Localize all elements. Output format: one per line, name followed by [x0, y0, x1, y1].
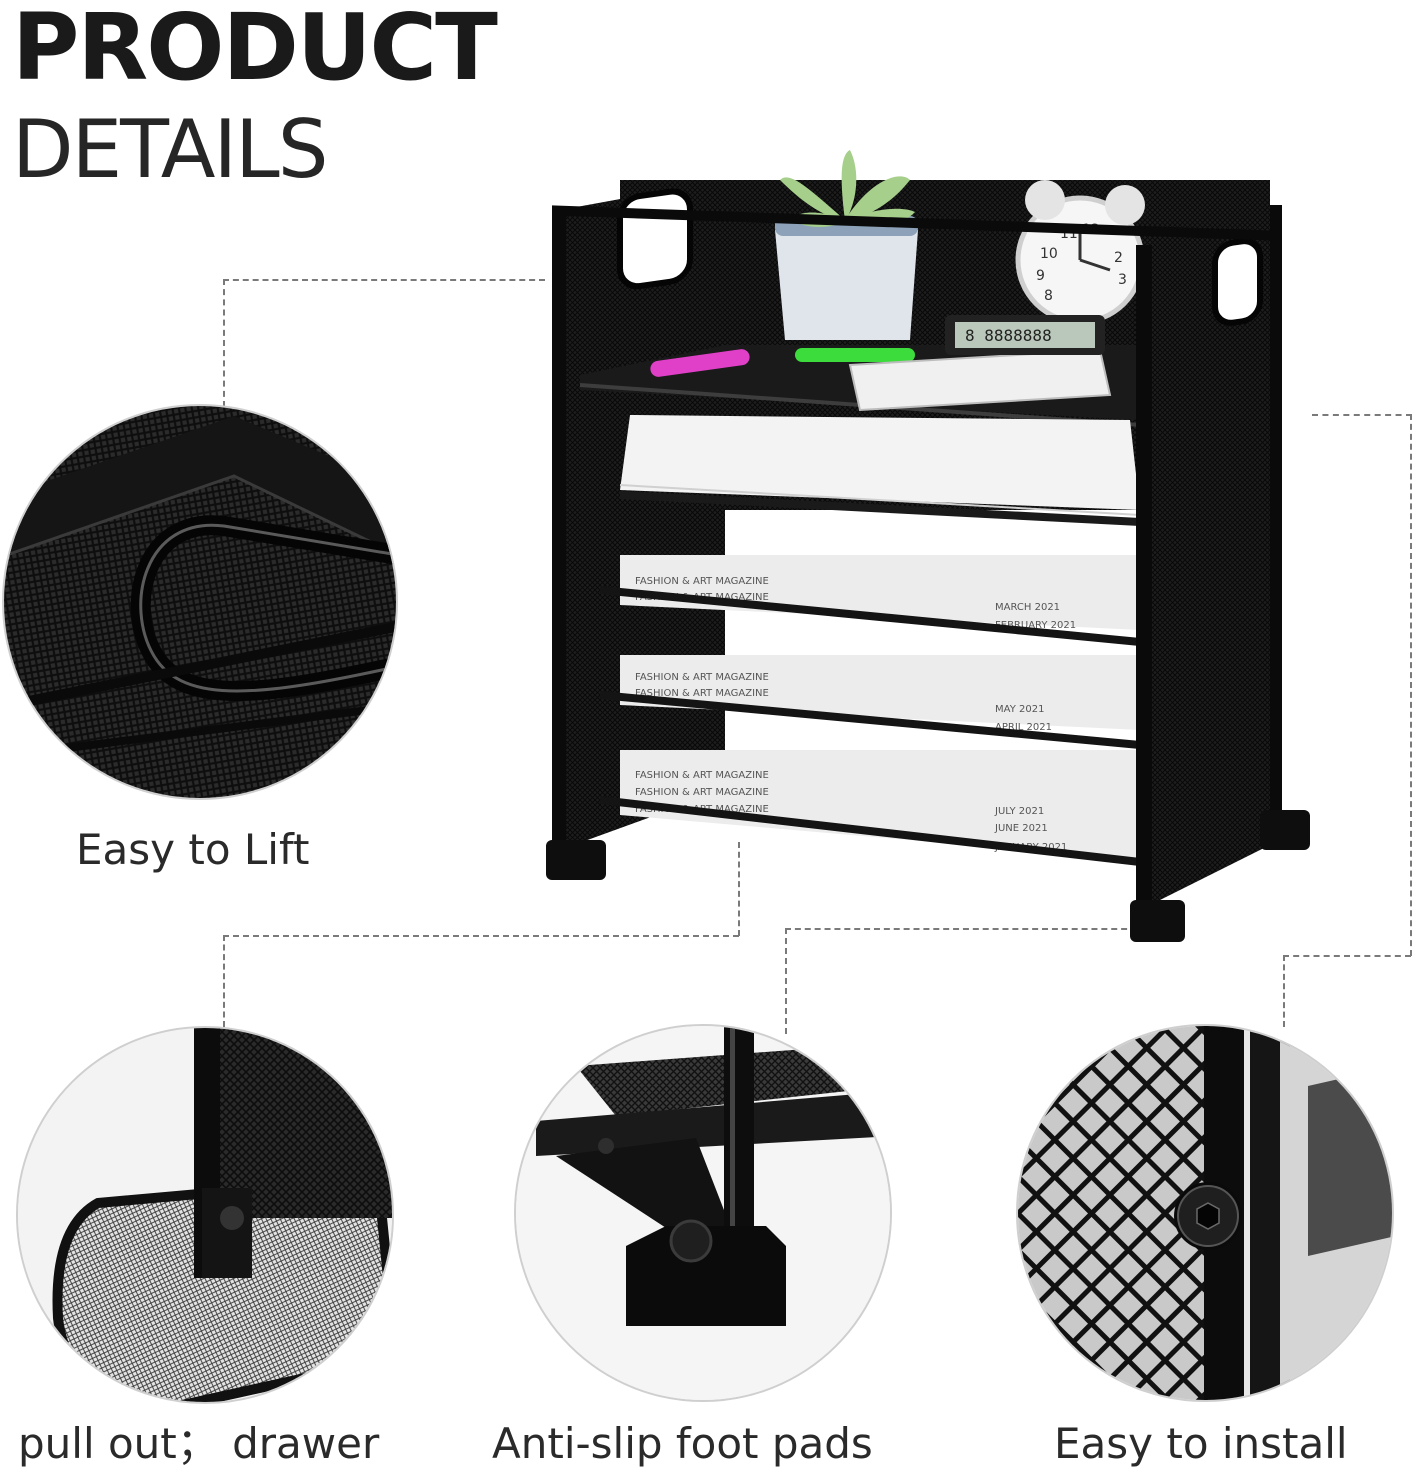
magazine-date: MAY 2021	[995, 704, 1044, 715]
magazine-date: APRIL 2021	[995, 722, 1052, 733]
product-image-file-organizer: 11 12 10 2 3 9 8 8 8888888 FASHION & ART…	[540, 150, 1320, 954]
leader-drawer-horizontal	[223, 935, 739, 937]
caption-pull-out-drawer: pull out； drawer	[18, 1419, 380, 1468]
leader-lift-vertical	[223, 279, 225, 407]
caption-easy-to-lift: Easy to Lift	[76, 825, 310, 874]
leader-install-vertical-right	[1410, 414, 1412, 956]
clock-number: 10	[1040, 246, 1058, 262]
title-product: PRODUCT	[12, 0, 498, 101]
magazine-label: FASHION & ART MAGAZINE	[635, 770, 769, 781]
leader-install-horizontal	[1283, 955, 1411, 957]
clock-number: 2	[1114, 250, 1123, 266]
screw-closeup	[1016, 1024, 1394, 1402]
magazine-label: FASHION & ART MAGAZINE	[635, 672, 769, 683]
caption-easy-to-install: Easy to install	[1054, 1419, 1348, 1468]
leader-drawer-vertical	[223, 935, 225, 1027]
calculator-display: 8 8888888	[965, 326, 1052, 345]
leader-foot-vertical	[785, 928, 787, 1034]
magazine-date: JUNE 2021	[994, 823, 1048, 834]
magazine-label: FASHION & ART MAGAZINE	[635, 688, 769, 699]
foot-pad-closeup	[514, 1024, 892, 1402]
title-details: DETAILS	[12, 103, 328, 196]
clock-number: 3	[1118, 272, 1127, 288]
magazine-date: FEBRUARY 2021	[995, 620, 1076, 631]
magazine-label: FASHION & ART MAGAZINE	[635, 787, 769, 798]
leader-lift-horizontal	[223, 279, 545, 281]
clock-number: 9	[1036, 268, 1045, 284]
leader-foot-horizontal	[785, 928, 1137, 930]
magazine-date: JULY 2021	[994, 806, 1044, 817]
magazine-label: FASHION & ART MAGAZINE	[635, 576, 769, 587]
caption-anti-slip-foot-pads: Anti-slip foot pads	[492, 1419, 873, 1468]
drawer-tray-closeup	[16, 1026, 394, 1404]
leader-install-horizontal-top	[1312, 414, 1412, 416]
magazine-date: MARCH 2021	[995, 602, 1060, 613]
leader-drawer-vertical-top	[738, 842, 740, 936]
clock-number: 8	[1044, 288, 1053, 304]
leader-install-vertical	[1283, 955, 1285, 1027]
lift-handle-closeup	[2, 404, 398, 800]
